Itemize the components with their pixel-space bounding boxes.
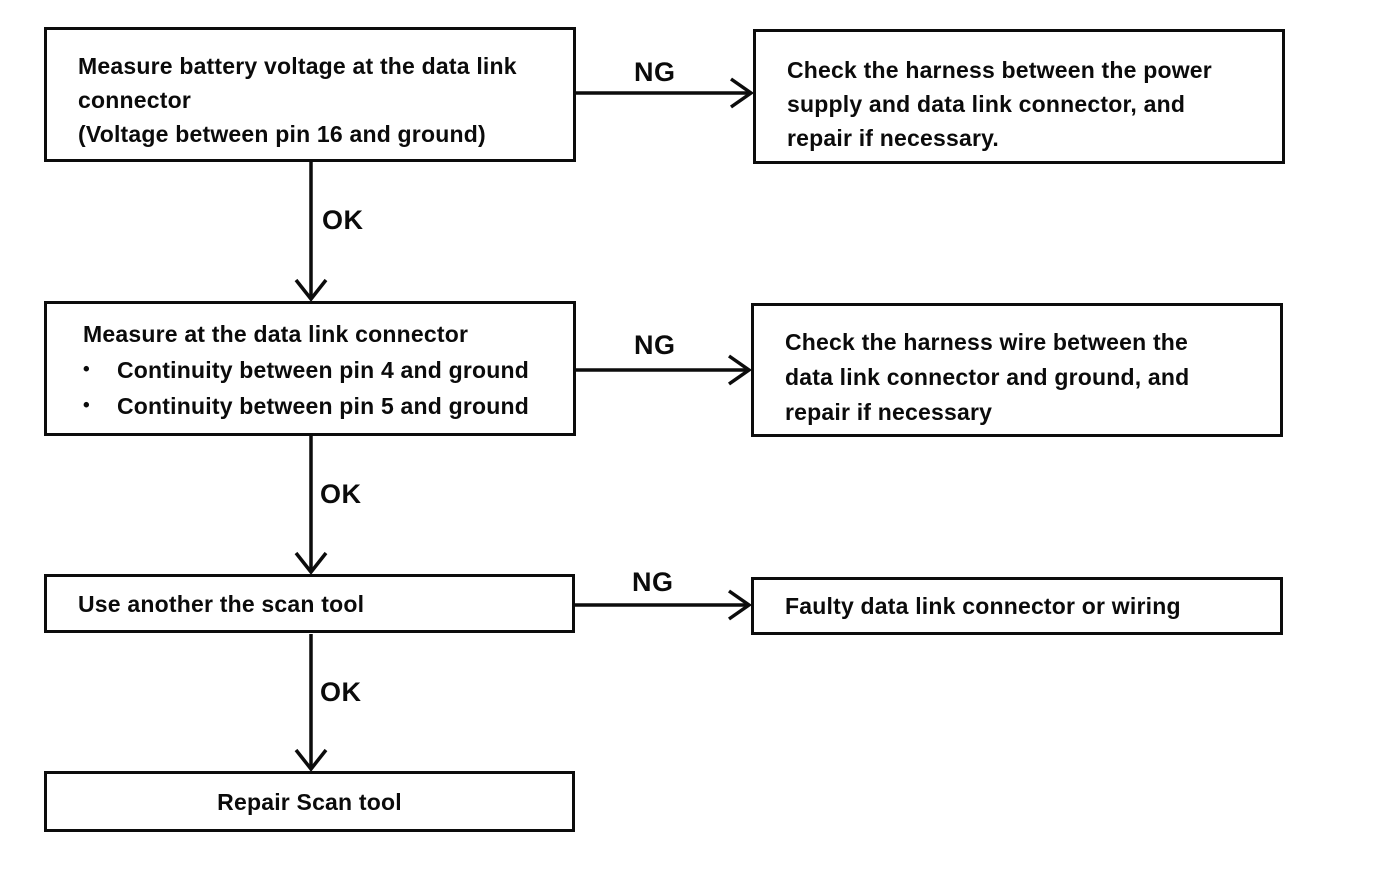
node-text-line: Repair Scan tool: [217, 788, 402, 815]
edge-label-ok: OK: [320, 479, 362, 509]
arrow-ok-to-continuity: [294, 162, 328, 302]
arrow-ng-harness-power: [576, 77, 755, 109]
node-text-line: connector: [78, 87, 191, 113]
node-check-harness-ground: Check the harness wire between the data …: [751, 303, 1283, 437]
edge-label-ng: NG: [634, 57, 676, 87]
node-measure-continuity: Measure at the data link connector • Con…: [44, 301, 576, 436]
edge-label-ok: OK: [320, 677, 362, 707]
node-text-line: Faulty data link connector or wiring: [785, 593, 1181, 619]
arrow-ng-faulty-connector: [575, 589, 753, 621]
arrow-ok-to-repair: [294, 634, 328, 772]
node-repair-scan-tool: Repair Scan tool: [44, 771, 575, 832]
edge-label-ng: NG: [632, 567, 674, 597]
node-text-line: Check the harness between the power: [787, 57, 1212, 83]
edge-label-ng: NG: [634, 330, 676, 360]
node-text-line: (Voltage between pin 16 and ground): [78, 121, 486, 147]
bullet-item: • Continuity between pin 4 and ground: [69, 352, 567, 388]
node-use-another-scan-tool: Use another the scan tool: [44, 574, 575, 633]
arrowhead-down-icon: [294, 551, 328, 575]
arrowhead-right-icon: [729, 77, 755, 109]
node-check-harness-power-supply: Check the harness between the power supp…: [753, 29, 1285, 164]
node-text-line: Measure battery voltage at the data link: [78, 53, 517, 79]
arrowhead-right-icon: [727, 589, 753, 621]
arrowhead-down-icon: [294, 278, 328, 302]
bullet-icon: •: [83, 395, 90, 416]
arrowhead-down-icon: [294, 748, 328, 772]
bullet-icon: •: [83, 359, 90, 380]
arrow-ng-harness-ground: [576, 354, 753, 386]
bullet-item: • Continuity between pin 5 and ground: [69, 388, 567, 424]
arrowhead-right-icon: [727, 354, 753, 386]
node-faulty-data-link-connector: Faulty data link connector or wiring: [751, 577, 1283, 635]
bullet-text: Continuity between pin 5 and ground: [117, 393, 530, 419]
node-text-line: Check the harness wire between the: [785, 329, 1189, 355]
node-text-line: Use another the scan tool: [78, 590, 365, 617]
edge-label-ok: OK: [322, 205, 364, 235]
node-text-line: repair if necessary: [785, 399, 993, 425]
arrow-ok-to-scan-tool: [294, 436, 328, 575]
node-heading: Measure at the data link connector: [83, 321, 469, 347]
node-text-line: repair if necessary.: [787, 125, 999, 151]
bullet-text: Continuity between pin 4 and ground: [117, 357, 530, 383]
node-measure-battery-voltage: Measure battery voltage at the data link…: [44, 27, 576, 162]
node-text-line: supply and data link connector, and: [787, 91, 1186, 117]
node-text-line: data link connector and ground, and: [785, 364, 1190, 390]
